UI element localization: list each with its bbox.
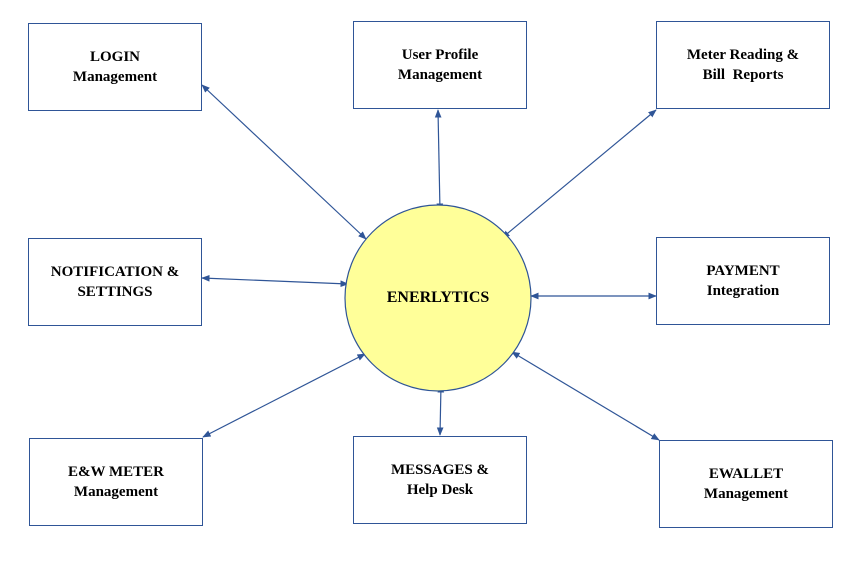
payment-box-title: PAYMENT bbox=[706, 263, 780, 279]
user-profile-box-subtitle: Management bbox=[397, 67, 483, 83]
user-profile-management-box: User Profile Management bbox=[353, 21, 527, 109]
hub-label: ENERLYTICS bbox=[386, 289, 490, 306]
notification-box-title: NOTIFICATION & bbox=[50, 264, 180, 280]
meter-reading-bill-reports-box: Meter Reading & Bill Reports bbox=[656, 21, 830, 109]
meter-reading-box-subtitle: Bill Reports bbox=[702, 67, 784, 83]
connector-messages bbox=[436, 384, 445, 436]
connector-login bbox=[201, 84, 367, 240]
connector-meter-reading bbox=[501, 109, 657, 239]
connector-ewallet bbox=[511, 351, 660, 441]
ewallet-management-box: EWALLET Management bbox=[659, 440, 833, 528]
notification-settings-box: NOTIFICATION & SETTINGS bbox=[28, 238, 202, 326]
login-management-box: LOGIN Management bbox=[28, 23, 202, 111]
messages-help-desk-box: MESSAGES & Help Desk bbox=[353, 436, 527, 524]
connector-notification bbox=[201, 274, 349, 288]
payment-box-subtitle: Integration bbox=[706, 283, 780, 299]
hub-circle bbox=[344, 204, 532, 392]
connector-ew-meter bbox=[202, 353, 366, 438]
ewallet-box-subtitle: Management bbox=[703, 486, 789, 502]
notification-box-subtitle: SETTINGS bbox=[77, 284, 153, 300]
ew-meter-box-title: E&W METER bbox=[68, 464, 164, 480]
user-profile-box-title: User Profile bbox=[401, 47, 479, 63]
login-box-title: LOGIN bbox=[89, 49, 140, 65]
meter-reading-box-title: Meter Reading & bbox=[686, 47, 800, 63]
connector-user-profile bbox=[434, 109, 444, 212]
ewallet-box-title: EWALLET bbox=[708, 466, 784, 482]
ew-meter-management-box: E&W METER Management bbox=[29, 438, 203, 526]
messages-box-title: MESSAGES & bbox=[391, 462, 489, 478]
messages-box-subtitle: Help Desk bbox=[406, 482, 474, 498]
payment-integration-box: PAYMENT Integration bbox=[656, 237, 830, 325]
ew-meter-box-subtitle: Management bbox=[73, 484, 159, 500]
login-box-subtitle: Management bbox=[72, 69, 158, 85]
